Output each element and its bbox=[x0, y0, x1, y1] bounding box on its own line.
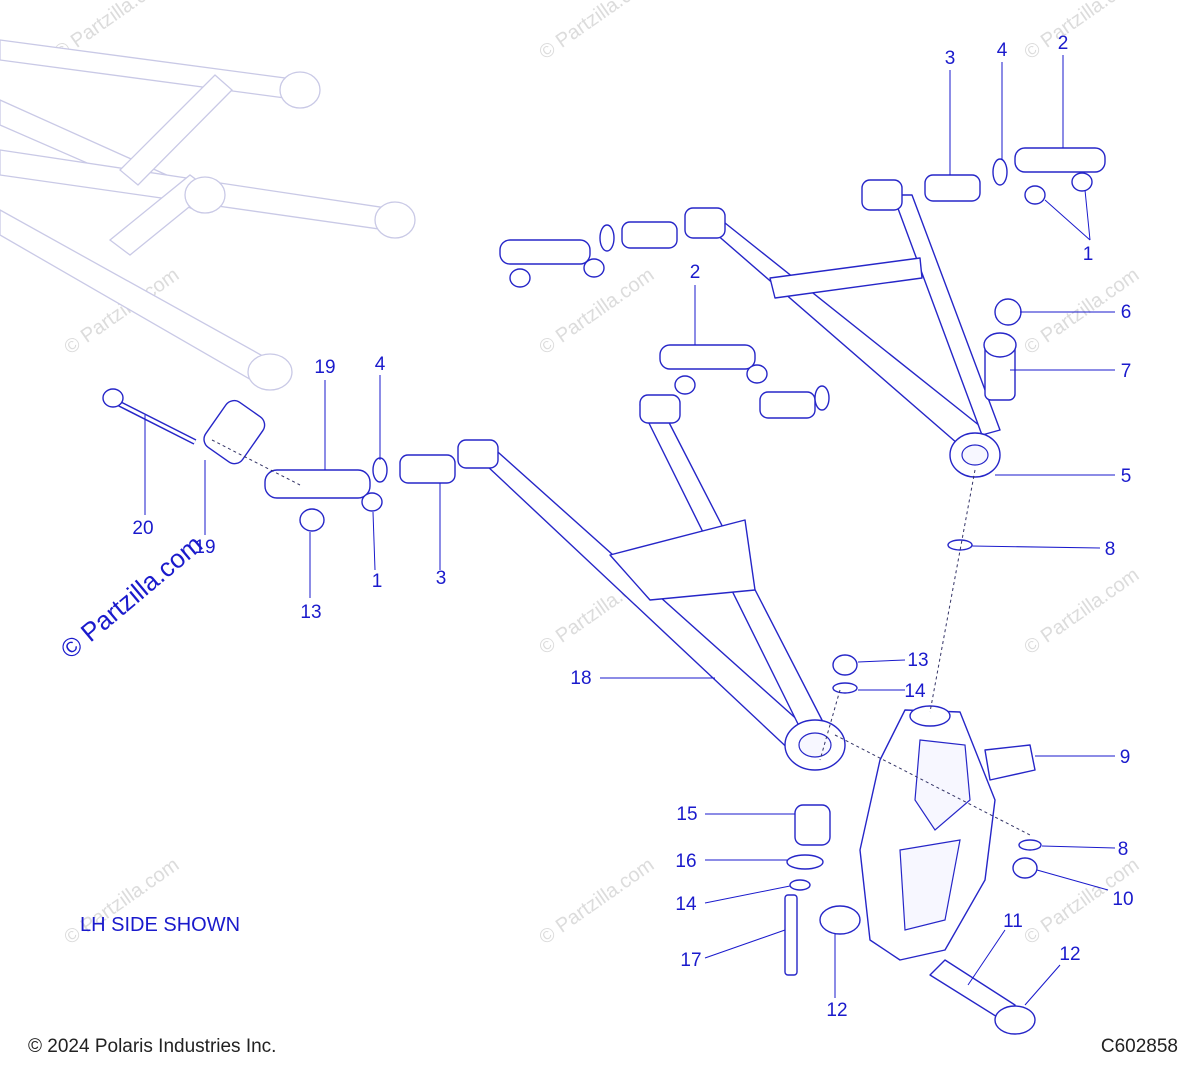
callout-8: 8 bbox=[1105, 539, 1116, 560]
partzilla-watermark: © Partzilla.com bbox=[55, 529, 208, 665]
watermark: © Partzilla.com bbox=[1020, 564, 1143, 659]
lower-a-arm bbox=[457, 394, 846, 771]
callout-15: 15 bbox=[676, 804, 697, 825]
assembly-lines bbox=[211, 439, 1031, 836]
callouts: 3 4 2 1 2 6 7 5 8 19 4 20 19 13 1 3 18 1… bbox=[132, 33, 1133, 1021]
watermark: © Partzilla.com bbox=[535, 264, 658, 359]
callout-12: 12 bbox=[1059, 944, 1080, 965]
callout-16: 16 bbox=[675, 851, 696, 872]
callout-2: 2 bbox=[690, 262, 701, 283]
diagram-code: C602858 bbox=[1100, 1036, 1178, 1057]
copyright: © 2024 Polaris Industries Inc. bbox=[28, 1036, 277, 1057]
callout-4: 4 bbox=[375, 354, 386, 375]
callout-10: 10 bbox=[1112, 889, 1133, 910]
callout-11: 11 bbox=[1003, 911, 1023, 932]
callout-7: 7 bbox=[1121, 361, 1132, 382]
callout-13: 13 bbox=[907, 650, 928, 671]
callout-3: 3 bbox=[436, 568, 447, 589]
callout-17: 17 bbox=[680, 950, 701, 971]
knuckle bbox=[859, 705, 1036, 961]
callout-13: 13 bbox=[300, 602, 321, 623]
side-note: LH SIDE SHOWN bbox=[80, 914, 241, 936]
callout-5: 5 bbox=[1121, 466, 1132, 487]
hardware bbox=[102, 147, 1106, 1035]
callout-14: 14 bbox=[675, 894, 697, 915]
callout-1: 1 bbox=[1083, 244, 1094, 265]
callout-18: 18 bbox=[570, 668, 591, 689]
callout-2: 2 bbox=[1058, 33, 1069, 54]
watermark: © Partzilla.com bbox=[535, 0, 658, 64]
callout-14: 14 bbox=[904, 681, 926, 702]
callout-6: 6 bbox=[1121, 302, 1132, 323]
upper-a-arm bbox=[684, 179, 1001, 478]
callout-19: 19 bbox=[314, 357, 335, 378]
watermark: © Partzilla.com bbox=[535, 854, 658, 949]
callout-12: 12 bbox=[826, 1000, 847, 1021]
callout-9: 9 bbox=[1120, 747, 1131, 768]
frame-ghost bbox=[0, 39, 416, 391]
callout-8: 8 bbox=[1118, 839, 1129, 860]
callout-4: 4 bbox=[997, 40, 1008, 61]
callout-1: 1 bbox=[372, 571, 383, 592]
leader-lines bbox=[144, 55, 1116, 1006]
watermark: © Partzilla.com bbox=[1020, 0, 1143, 64]
callout-19: 19 bbox=[194, 537, 215, 558]
callout-3: 3 bbox=[945, 48, 956, 69]
callout-20: 20 bbox=[132, 518, 153, 539]
